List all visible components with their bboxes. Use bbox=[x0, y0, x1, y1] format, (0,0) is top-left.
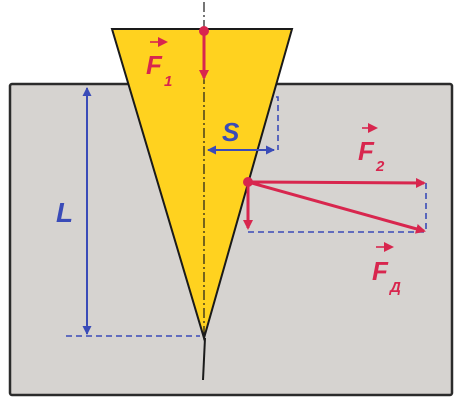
fd-label-main: F bbox=[372, 256, 389, 286]
spread-guide bbox=[276, 96, 279, 150]
label-fd: F Д bbox=[372, 242, 401, 296]
label-f2: F 2 bbox=[358, 123, 385, 175]
f1-label-main: F bbox=[146, 50, 163, 80]
f1-label-sub: 1 bbox=[164, 73, 172, 90]
f2-label-main: F bbox=[358, 136, 375, 166]
f1-point bbox=[199, 26, 209, 36]
spread-label: S bbox=[222, 117, 240, 147]
length-label: L bbox=[56, 197, 73, 228]
f2-arrow bbox=[247, 177, 426, 188]
crack-line bbox=[202, 337, 206, 381]
fd-label-sub: Д bbox=[388, 279, 401, 296]
f2-label-sub: 2 bbox=[375, 158, 385, 175]
label-f1: F 1 bbox=[146, 37, 172, 90]
fd-arrow bbox=[247, 180, 426, 234]
